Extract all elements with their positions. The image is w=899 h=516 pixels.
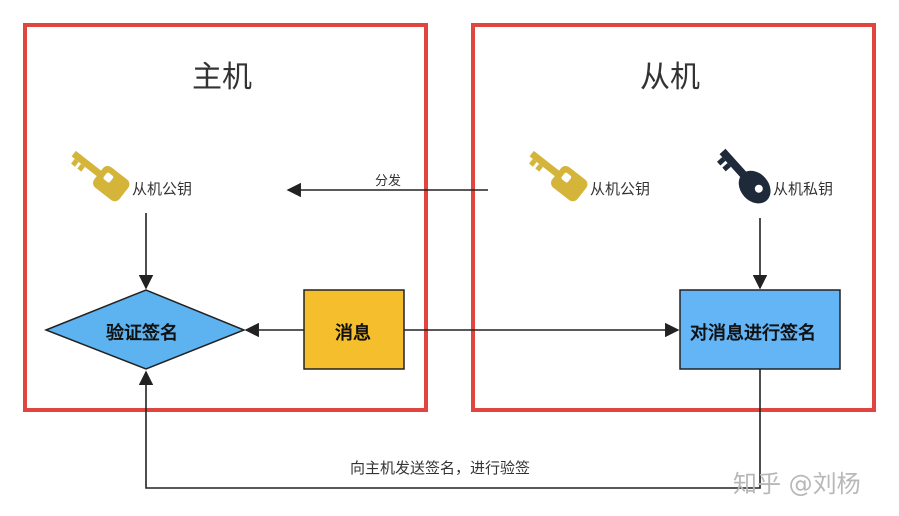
verify-label: 验证签名 bbox=[106, 323, 178, 344]
slave-public-key-icon bbox=[529, 150, 588, 202]
verify-diamond bbox=[43, 289, 247, 370]
message-label: 消息 bbox=[335, 323, 371, 344]
distribute-label: 分发 bbox=[375, 174, 402, 189]
sign-box bbox=[679, 289, 841, 370]
return-label: 向主机发送签名，进行验签 bbox=[350, 459, 531, 477]
host-public-key-label: 从机公钥 bbox=[132, 180, 193, 198]
slave-title: 从机 bbox=[640, 60, 700, 95]
slave-frame bbox=[471, 23, 876, 412]
slave-private-key-label: 从机私钥 bbox=[773, 180, 834, 198]
host-frame bbox=[23, 23, 428, 412]
host-public-key-icon bbox=[71, 150, 130, 202]
return-signature-arrow bbox=[138, 369, 761, 489]
slave-private-key-icon bbox=[717, 148, 771, 204]
host-title: 主机 bbox=[192, 60, 252, 95]
sign-label: 对消息进行签名 bbox=[690, 323, 816, 344]
slave-public-key-label: 从机公钥 bbox=[590, 180, 651, 198]
watermark: 知乎 @刘杨 bbox=[733, 470, 861, 498]
